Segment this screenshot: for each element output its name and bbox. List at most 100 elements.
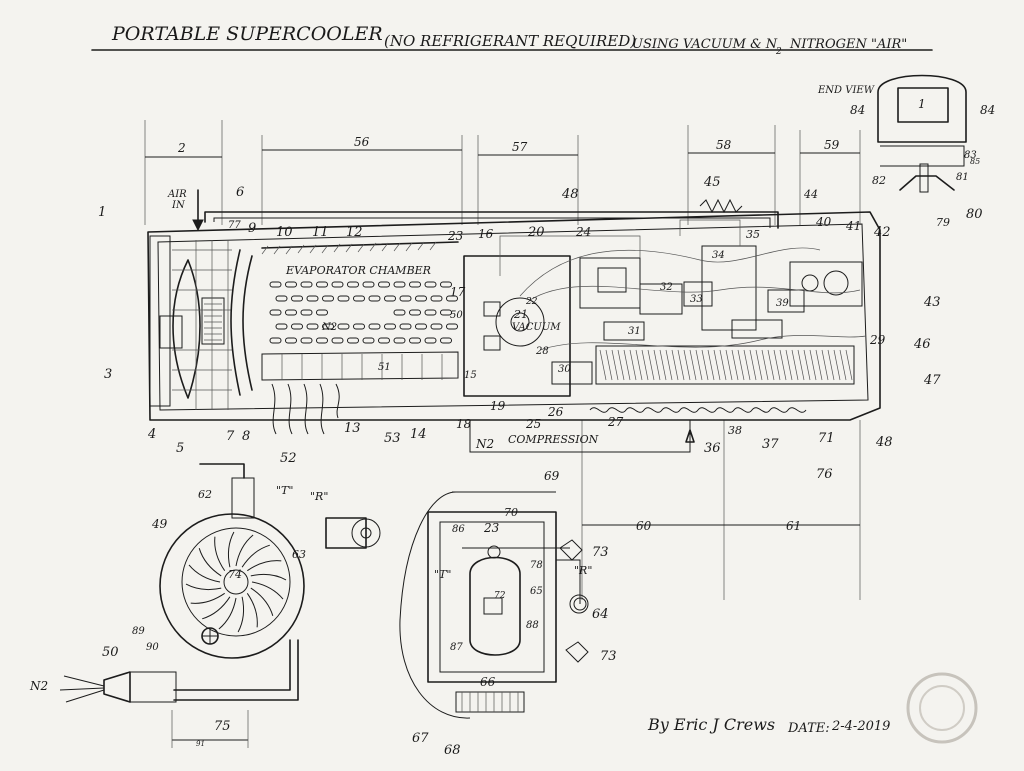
callout-81: 81 (956, 172, 969, 183)
evaporator-tube (393, 337, 406, 344)
callout-82: 82 (872, 174, 886, 187)
callout-18: 18 (456, 417, 472, 431)
coil-hatch (677, 349, 685, 381)
evaporator-tube (331, 281, 344, 288)
title-no-refrigerant: (NO REFRIGERANT REQUIRED) (384, 32, 636, 50)
dim-56: 56 (354, 135, 370, 149)
callout-37: 37 (762, 437, 779, 452)
coil-hatch (731, 349, 739, 381)
evaporator-tube (347, 337, 359, 344)
callout-78: 78 (530, 560, 543, 571)
evaporator-tube (440, 337, 452, 344)
housing-outline (147, 211, 881, 421)
coil-hatch (755, 349, 763, 381)
left-T-label: "T" (276, 484, 293, 497)
evaporator-tube (285, 281, 297, 288)
chamber-n2-label: N2 (321, 322, 337, 333)
blower-blade (185, 583, 222, 591)
blower-blade (250, 587, 274, 616)
evaporator-tube (316, 337, 328, 344)
callout-36: 36 (704, 441, 721, 456)
coil-hatch (605, 349, 613, 381)
callout-50-lower: 50 (102, 645, 119, 660)
callout-87: 87 (450, 642, 463, 653)
coil-hatch (767, 349, 775, 381)
heat-exchanger-row (595, 345, 855, 385)
callout-46: 46 (913, 337, 931, 352)
filter-block (201, 297, 225, 345)
callout-16: 16 (478, 227, 494, 241)
callout-3: 3 (104, 367, 112, 382)
coil-hatch (833, 349, 841, 381)
evaporator-tube (424, 281, 437, 288)
chamber-top (261, 241, 459, 249)
coil-hatch (695, 349, 703, 381)
blower-blade (198, 548, 222, 577)
dim-2: 2 (177, 141, 186, 155)
blower-outlet (173, 639, 291, 691)
evaporator-tube (415, 323, 427, 330)
evaporator-tube (424, 309, 437, 316)
dim-60: 60 (636, 519, 652, 533)
callout-7: 7 (226, 429, 235, 444)
condenser-8 (242, 255, 253, 391)
callout-53: 53 (384, 431, 401, 446)
main-unit: EVAPORATOR CHAMBER N2 VACUUM N2 COMPRESS… (147, 189, 881, 453)
evaporator-tube (316, 309, 328, 316)
callout-62: 62 (198, 488, 212, 501)
evaporator-tube (446, 323, 458, 330)
end-view-housing (877, 74, 967, 143)
evaporator-tube (269, 281, 282, 288)
coil-hatch (719, 349, 727, 381)
callout-76: 76 (816, 467, 833, 482)
callout-79: 79 (936, 216, 950, 229)
coil-hatch (617, 349, 625, 381)
motor-3 (159, 315, 183, 349)
evaporator-tube (440, 281, 452, 288)
coil-hatch (827, 349, 835, 381)
coil-hatch (803, 349, 811, 381)
title-block: PORTABLE SUPERCOOLER (NO REFRIGERANT REQ… (91, 23, 933, 57)
vacuum-pump (495, 297, 545, 347)
blower-blade (188, 564, 221, 583)
callout-45: 45 (703, 175, 721, 190)
evaporator-tube (291, 323, 303, 330)
evaporator-tube (440, 309, 452, 316)
inlet-grille (149, 235, 171, 407)
evaporator-tube (331, 337, 344, 344)
callout-80: 80 (966, 207, 983, 222)
evaporator-tube (399, 295, 412, 302)
nozzle-50 (103, 671, 131, 703)
callout-42: 42 (873, 225, 891, 240)
evaporator-tube (316, 281, 328, 288)
housing-inner (157, 223, 869, 411)
evaporator-tube (393, 281, 406, 288)
callout-25: 25 (525, 417, 541, 431)
evaporator-tube (393, 309, 406, 316)
callout-75: 75 (214, 719, 231, 734)
callout-32: 32 (660, 282, 673, 293)
evaporator-tube (347, 281, 359, 288)
callout-43: 43 (923, 295, 941, 310)
callout-10: 10 (276, 225, 293, 240)
signature: By Eric J Crews (647, 715, 775, 734)
evaporator-tube (275, 323, 288, 330)
evaporator-tube (409, 337, 421, 344)
callout-48: 48 (875, 435, 893, 450)
blower-blade (247, 560, 282, 572)
callout-68: 68 (444, 743, 461, 758)
callout-13: 13 (344, 421, 361, 436)
evaporator-tube (300, 281, 313, 288)
title-main: PORTABLE SUPERCOOLER (111, 23, 383, 45)
evaporator-tube (430, 295, 443, 302)
blower-blade (246, 593, 258, 628)
evaporator-tube (322, 295, 334, 302)
callout-88: 88 (526, 620, 539, 631)
callout-89: 89 (132, 626, 145, 637)
coil-hatching (599, 349, 853, 381)
callout-71: 71 (818, 431, 835, 446)
evaporator-tube (384, 323, 396, 330)
callout-63: 63 (292, 548, 306, 561)
evaporator-tube (285, 337, 297, 344)
